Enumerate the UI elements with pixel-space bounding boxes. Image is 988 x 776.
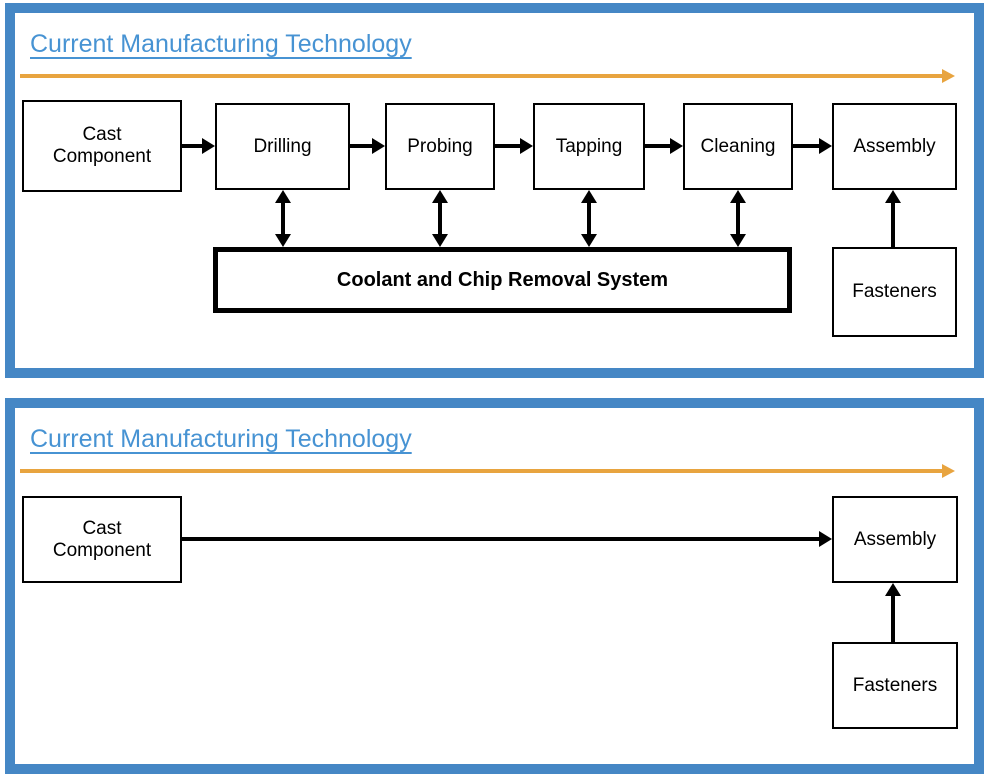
coolant-link-probing-down-icon <box>432 234 448 247</box>
coolant-link-cleaning-line <box>736 201 740 236</box>
box-probing: Probing <box>385 103 495 190</box>
timeline-arrowhead-right-icon <box>942 69 955 83</box>
box-cast-component-label: Cast Component <box>52 124 152 167</box>
flow-arrow-drilling-to-probing-line <box>350 144 373 148</box>
flow-arrow-cast-to-assembly-head-icon <box>819 531 832 547</box>
panel-title: Current Manufacturing Technology <box>30 30 412 58</box>
box-drilling: Drilling <box>215 103 350 190</box>
panel-current-process-simplified: Current Manufacturing Technology Cast Co… <box>5 398 984 774</box>
flow-arrow-cleaning-to-assembly-line <box>793 144 820 148</box>
box-cleaning: Cleaning <box>683 103 793 190</box>
box-coolant-system: Coolant and Chip Removal System <box>213 247 792 313</box>
timeline-arrow-line <box>20 74 942 78</box>
flow-arrow-probing-to-tapping-line <box>495 144 521 148</box>
flow-arrow-cleaning-to-assembly-head-icon <box>819 138 832 154</box>
coolant-link-tapping-line <box>587 201 591 236</box>
panel-title: Current Manufacturing Technology <box>30 425 412 453</box>
coolant-link-cleaning-up-icon <box>730 190 746 203</box>
coolant-link-drilling-up-icon <box>275 190 291 203</box>
fasteners-arrow-line <box>891 201 895 247</box>
fasteners-arrow-up-icon <box>885 190 901 203</box>
flow-arrow-cast-to-assembly-line <box>182 537 820 541</box>
flow-arrow-tapping-to-cleaning-line <box>645 144 671 148</box>
timeline-arrow-line <box>20 469 942 473</box>
coolant-link-probing-up-icon <box>432 190 448 203</box>
flow-arrow-cast-to-drilling-line <box>182 144 203 148</box>
fasteners-arrow-line <box>891 594 895 642</box>
box-fasteners: Fasteners <box>832 642 958 729</box>
coolant-link-tapping-up-icon <box>581 190 597 203</box>
box-assembly: Assembly <box>832 496 958 583</box>
box-assembly: Assembly <box>832 103 957 190</box>
box-tapping: Tapping <box>533 103 645 190</box>
coolant-link-cleaning-down-icon <box>730 234 746 247</box>
box-cast-component-label: Cast Component <box>52 517 152 561</box>
box-cast-component: Cast Component <box>22 496 182 583</box>
flow-arrow-drilling-to-probing-head-icon <box>372 138 385 154</box>
box-cast-component: Cast Component <box>22 100 182 192</box>
box-fasteners: Fasteners <box>832 247 957 337</box>
timeline-arrowhead-right-icon <box>942 464 955 478</box>
coolant-link-tapping-down-icon <box>581 234 597 247</box>
panel-current-process-detailed: Current Manufacturing Technology Cast Co… <box>5 3 984 378</box>
flow-arrow-cast-to-drilling-head-icon <box>202 138 215 154</box>
fasteners-arrow-up-icon <box>885 583 901 596</box>
coolant-link-drilling-line <box>281 201 285 236</box>
flow-arrow-probing-to-tapping-head-icon <box>520 138 533 154</box>
flow-arrow-tapping-to-cleaning-head-icon <box>670 138 683 154</box>
coolant-link-drilling-down-icon <box>275 234 291 247</box>
coolant-link-probing-line <box>438 201 442 236</box>
